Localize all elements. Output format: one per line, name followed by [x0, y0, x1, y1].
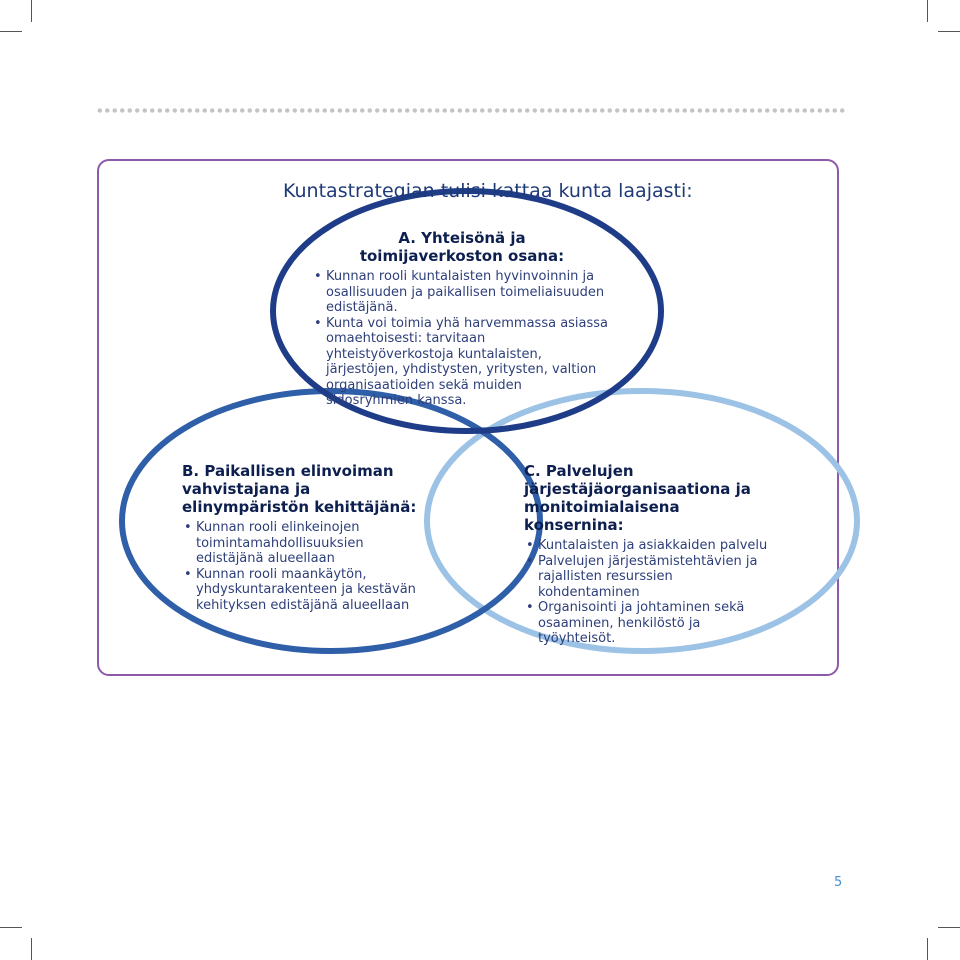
crop-mark-top-left	[31, 0, 32, 22]
circle-a-outline	[270, 188, 664, 434]
list-item: • Kunnan rooli elinkeinojen toimintamahdo…	[182, 520, 420, 567]
dotted-divider	[96, 108, 846, 113]
circle-a-heading-full: A. Yhteisönä ja toimijaverkoston osana:	[359, 229, 565, 265]
bullet-dot-icon: •	[314, 315, 322, 331]
crop-mark-top-right-h	[938, 31, 960, 32]
circle-b-bullet-1: Kunnan rooli elinkeinojen toimintamahdol…	[196, 520, 364, 566]
circle-c-text: C. Palvelujen järjestäjäorganisaationa j…	[524, 462, 774, 647]
bullet-dot-icon: •	[526, 600, 534, 615]
circle-c-heading: C. Palvelujen järjestäjäorganisaationa j…	[524, 462, 751, 534]
bullet-dot-icon: •	[184, 566, 192, 582]
circle-c-bullet-1: Kuntalaisten ja asiakkaiden palvelu	[538, 538, 768, 553]
page-number: 5	[834, 875, 843, 890]
crop-mark-bottom-left	[31, 938, 32, 960]
diagram-frame	[97, 159, 839, 676]
crop-mark-top-right	[927, 0, 928, 22]
circle-b-bullet-2: Kunnan rooli maankäytön, yhdyskuntaraken…	[196, 566, 416, 613]
crop-mark-bottom-right	[927, 938, 928, 960]
circle-b-outline	[119, 388, 543, 654]
circle-c-outline	[424, 388, 860, 654]
circle-a-bullet-2: Kunta voi toimia yhä harvemmassa asiassa…	[326, 315, 609, 409]
list-item: •Kunnan rooli maankäytön, yhdyskuntarake…	[182, 567, 420, 614]
circle-a-text-body: A. Yhteisönä ja toimijaverkoston osana: …	[312, 229, 612, 409]
circle-a-bullet-1: Kunnan rooli kuntalaisten hyvinvoinnin j…	[326, 269, 605, 315]
bullet-dot-icon: •	[314, 269, 322, 284]
crop-mark-bottom-left-h	[0, 927, 22, 928]
circle-c-bullet-2: Palvelujen järjestämistehtävien ja rajal…	[538, 553, 758, 600]
crop-mark-top-left-h	[0, 31, 22, 32]
bullet-dot-icon: •	[526, 553, 534, 569]
list-item: • Organisointi ja johtaminen sekä osaamin…	[524, 600, 774, 647]
circle-c-bullets: •Kuntalaisten ja asiakkaiden palvelu •Pa…	[524, 538, 774, 647]
bullet-dot-icon: •	[184, 520, 192, 535]
circle-b-heading: B. Paikallisen elinvoiman vahvistajana j…	[182, 462, 417, 516]
circle-b-text: B. Paikallisen elinvoiman vahvistajana j…	[182, 462, 420, 613]
list-item: • Kunnan rooli kuntalaisten hyvinvoinnin …	[312, 269, 612, 316]
diagram-title: Kuntastrategian tulisi kattaa kunta laaj…	[283, 180, 693, 202]
crop-mark-bottom-right-h	[938, 927, 960, 928]
list-item: • Kuntalaisten ja asiakkaiden palvelu	[524, 538, 774, 554]
circle-c-bullet-3: Organisointi ja johtaminen sekä osaamine…	[538, 600, 745, 646]
circle-a-bullets: •Kunnan rooli kuntalaisten hyvinvoinnin …	[312, 269, 612, 409]
circle-b-bullets: •Kunnan rooli elinkeinojen toimintamahdo…	[182, 520, 420, 613]
list-item: •Palvelujen järjestämistehtävien ja raja…	[524, 554, 774, 601]
bullet-dot-icon: •	[526, 538, 534, 553]
list-item: •Kunta voi toimia yhä harvemmassa asiass…	[312, 316, 612, 409]
